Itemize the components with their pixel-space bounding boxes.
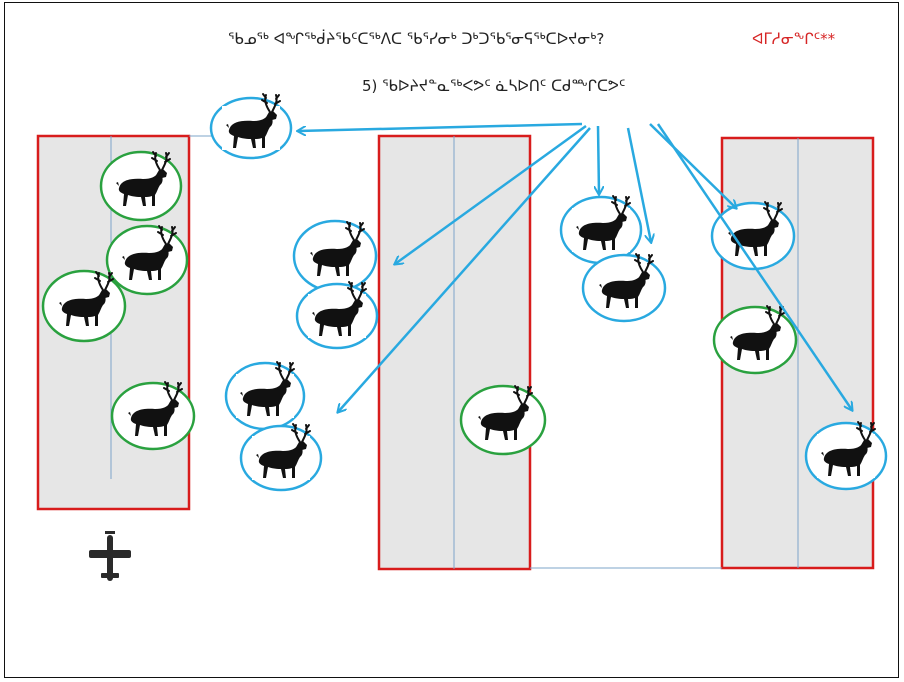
arrow-to-right-caribou <box>649 123 736 208</box>
caribou-gap-4 <box>239 423 323 492</box>
question-line-2: 5) ᖃᐅᔨᔪᓐᓇᖅᐸᕗᑦ ᓈᓴᐅᑎᑦ ᑕᑯᖖᒋᑕᕗᑦ <box>362 77 626 95</box>
arrow-to-gap-5 <box>598 125 599 194</box>
caribou-group <box>41 93 888 492</box>
caribou-gap-5 <box>559 195 643 265</box>
arrow-to-top-caribou <box>298 122 583 131</box>
arrow-to-gap-lower <box>338 127 591 412</box>
caribou-right-2 <box>712 305 798 375</box>
arrow-to-right-edge <box>656 123 852 410</box>
note-label: ᐊᒥᓱᓂᖕᒋᑦ** <box>752 30 836 48</box>
caribou-left-4 <box>110 381 196 451</box>
caribou-left-1 <box>99 150 183 222</box>
arrow-to-middle-strip-upper <box>395 124 587 264</box>
caribou-gap-3 <box>224 361 306 431</box>
caribou-right-1 <box>710 201 796 271</box>
caribou-gap-6 <box>581 253 667 323</box>
caribou-right-edge <box>804 421 888 491</box>
arrow-to-gap-6 <box>626 127 651 242</box>
caribou-gap-2 <box>295 281 379 350</box>
question-line-1: ᖃᓄᖅ ᐊᖏᖅᑰᔨᖃᑦᑕᖅᐱᑕ ᖃᕐᓯᓂᒃ ᑐᒃᑐᖃᕐᓂᕋᖅᑕᐅᔪᓂᒃ? <box>228 30 605 48</box>
strip-middle <box>377 134 532 571</box>
arrows <box>298 122 852 412</box>
airplane <box>89 531 131 581</box>
caribou-left-3 <box>41 269 127 343</box>
caribou-top-blue <box>209 93 293 160</box>
caribou-middle-strip <box>459 384 547 456</box>
caribou-gap-1 <box>292 219 378 293</box>
caribou-left-2 <box>105 224 189 296</box>
frame-border <box>4 2 899 678</box>
airplane-icon <box>89 531 131 581</box>
